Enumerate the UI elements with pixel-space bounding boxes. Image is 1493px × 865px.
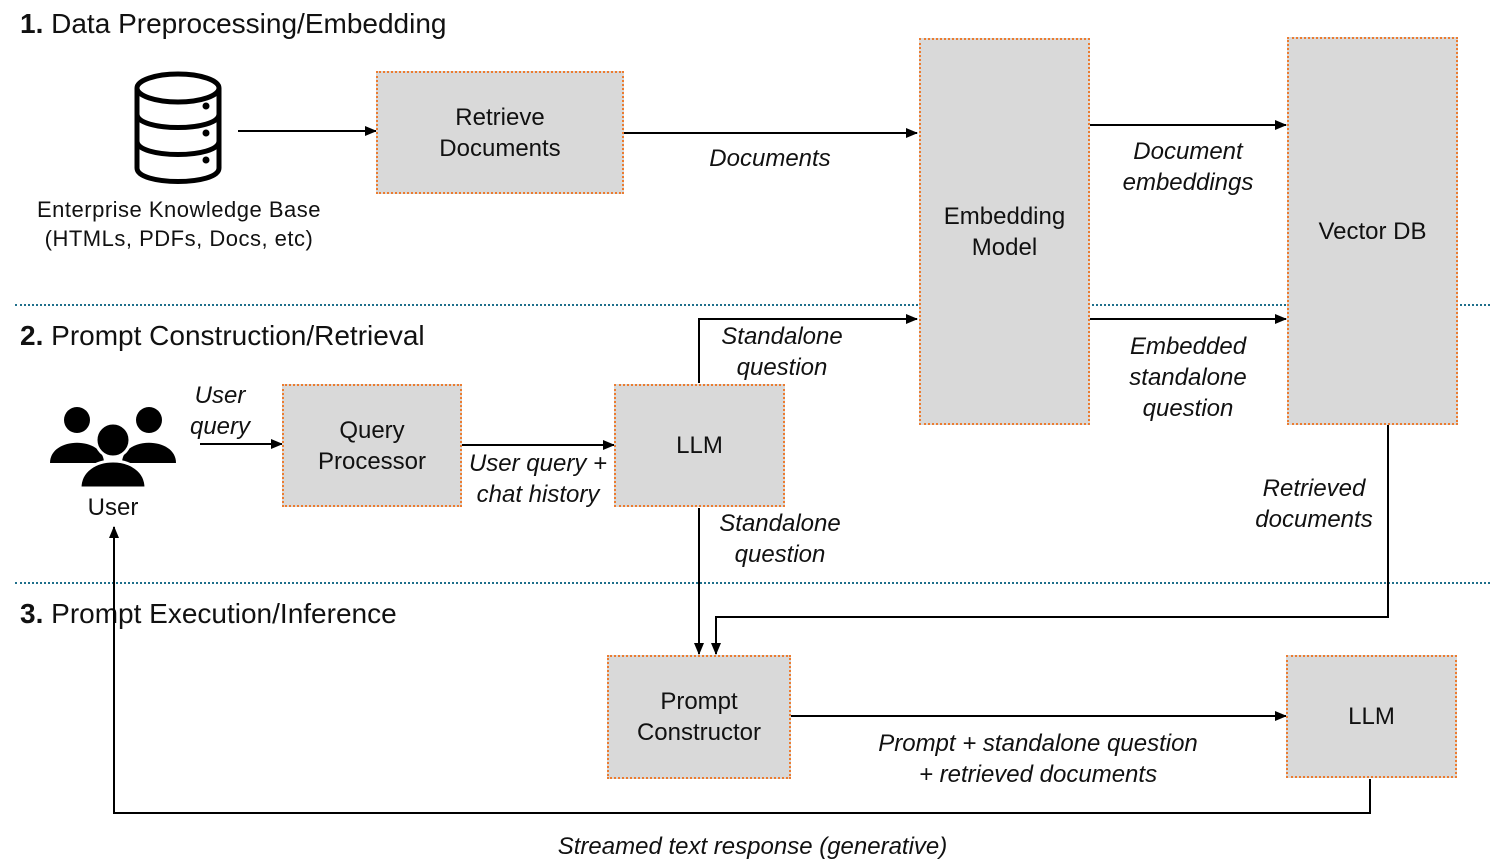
database-icon <box>134 71 222 184</box>
prompt-constructor-node: Prompt Constructor <box>607 655 791 779</box>
standalone-question-top-edge-label: Standalone question <box>721 323 843 381</box>
knowledge-base-label: Enterprise Knowledge Base (HTMLs, PDFs, … <box>37 197 321 251</box>
query-processor-node: Query Processor <box>282 384 462 507</box>
section-divider <box>15 304 1490 306</box>
llm-inference-node: LLM <box>1286 655 1457 778</box>
standalone-question-bottom-edge-label: Standalone question <box>719 510 841 568</box>
user-label: User <box>87 494 139 521</box>
section-title-1: 1. Data Preprocessing/Embedding <box>20 10 446 38</box>
documents-edge-label: Documents <box>709 145 831 172</box>
vector-db-node: Vector DB <box>1287 37 1458 425</box>
section-divider <box>15 582 1490 584</box>
section-number: 3. <box>20 598 44 629</box>
section-label: Prompt Execution/Inference <box>51 598 397 629</box>
document-embeddings-edge-label: Document embeddings <box>1122 138 1254 196</box>
section-title-2: 2. Prompt Construction/Retrieval <box>20 322 425 350</box>
embedding-model-node: Embedding Model <box>919 38 1090 425</box>
embedded-standalone-question-edge-label: Embedded standalone question <box>1129 333 1247 422</box>
arrow-vectordb-to-prompt-constructor <box>711 425 1389 655</box>
prompt-bundle-edge-label: Prompt + standalone question + retrieved… <box>878 730 1198 788</box>
streamed-response-edge-label: Streamed text response (generative) <box>557 833 948 860</box>
user-query-edge-label: User query <box>189 382 251 440</box>
section-number: 1. <box>20 8 44 39</box>
section-label: Prompt Construction/Retrieval <box>51 320 425 351</box>
retrieved-documents-edge-label: Retrieved documents <box>1255 475 1373 533</box>
users-icon <box>50 407 176 490</box>
user-query-chat-history-edge-label: User query + chat history <box>468 450 608 508</box>
llm-rewrite-node: LLM <box>614 384 785 507</box>
section-number: 2. <box>20 320 44 351</box>
retrieve-documents-node: Retrieve Documents <box>376 71 624 194</box>
section-title-3: 3. Prompt Execution/Inference <box>20 600 397 628</box>
arrow-llm-to-user <box>109 526 1371 814</box>
arrow-llm-to-embedding <box>698 314 918 383</box>
section-label: Data Preprocessing/Embedding <box>51 8 447 39</box>
